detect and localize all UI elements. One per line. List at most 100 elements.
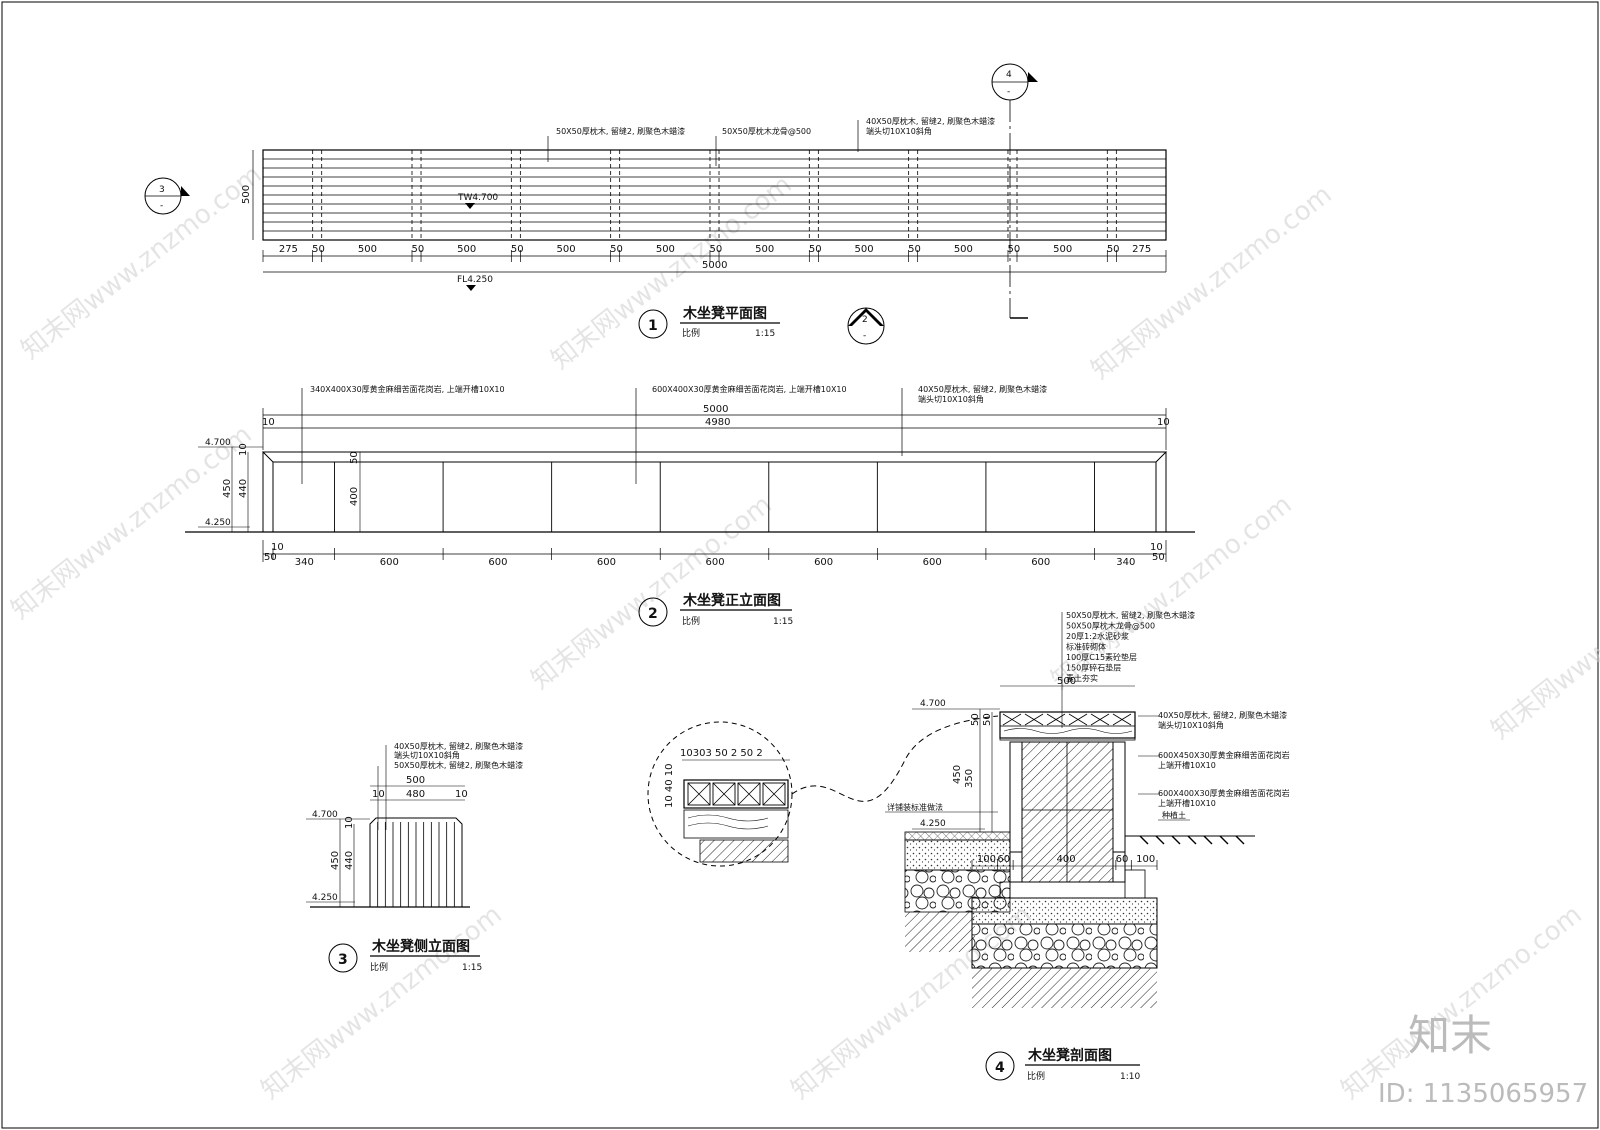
svg-text:350: 350 (964, 769, 975, 788)
svg-text:10: 10 (1157, 417, 1170, 428)
front-title-block: 2 木坐凳正立面图 比例 1:15 (638, 592, 793, 627)
svg-text:2: 2 (648, 606, 658, 622)
svg-text:10: 10 (262, 417, 275, 428)
svg-text:40X50厚枕木, 留缝2, 刷聚色木蜡漆: 40X50厚枕木, 留缝2, 刷聚色木蜡漆 (918, 384, 1047, 394)
svg-text:端头切10X10斜角: 端头切10X10斜角 (394, 750, 460, 760)
front-elevation: 5000 4980 10 10 340X400X30厚黄金麻细苦面花岗岩, 上端… (185, 384, 1195, 627)
svg-text:比例: 比例 (370, 961, 388, 973)
layer-annotation: 素土夯实 (1066, 673, 1098, 683)
svg-text:440: 440 (344, 851, 355, 870)
plan-total-dim: 5000 (702, 260, 727, 271)
dim-label: 275 (1132, 244, 1151, 255)
watermark-text: 知末网www.znzmo.com (256, 900, 508, 1106)
layer-annotation: 150厚碎石垫层 (1066, 663, 1121, 673)
svg-text:50: 50 (982, 713, 993, 726)
svg-text:4.700: 4.700 (920, 699, 946, 709)
layer-annotation: 100厚C15素砼垫层 (1066, 652, 1137, 662)
dim-label: 600 (597, 557, 616, 568)
svg-text:10: 10 (271, 542, 284, 553)
detail-slat-crosses (687, 782, 786, 806)
svg-text:450: 450 (330, 851, 341, 870)
svg-text:440: 440 (238, 479, 249, 498)
slat-cross (687, 782, 711, 806)
detail-callout: 10303 50 2 50 2 10 40 10 (647, 715, 999, 867)
svg-text:2: 2 (862, 315, 868, 325)
svg-text:比例: 比例 (1027, 1070, 1045, 1082)
section-marker-4: 3 4 - (991, 63, 1038, 319)
right-annotation: 上端开槽10X10 (1158, 798, 1216, 808)
svg-text:-: - (160, 201, 163, 211)
plan-view: 50X50厚枕木, 留缝2, 刷聚色木蜡漆 50X50厚枕木龙骨@500 40X… (144, 63, 1167, 345)
slat-cross (737, 782, 761, 806)
plan-title: 木坐凳平面图 (682, 305, 767, 322)
svg-text:50: 50 (264, 552, 277, 563)
dim-label: 50 (610, 244, 623, 255)
plan-annotation: 40X50厚枕木, 留缝2, 刷聚色木蜡漆 (866, 116, 995, 126)
dim-label: 340 (295, 557, 314, 568)
section-view: 50X50厚枕木, 留缝2, 刷聚色木蜡漆50X50厚枕木龙骨@50020厚1:… (885, 610, 1290, 1082)
dim-label: 100 (1136, 854, 1155, 865)
plan-annotation: 50X50厚枕木, 留缝2, 刷聚色木蜡漆 (556, 126, 685, 136)
svg-text:3: 3 (159, 185, 165, 195)
dim-label: 50 (412, 244, 425, 255)
svg-text:4.700: 4.700 (205, 438, 231, 448)
svg-text:4980: 4980 (705, 417, 730, 428)
plan-slats (263, 158, 1166, 232)
right-annotation: 600X450X30厚黄金麻细苦面花岗岩 (1158, 750, 1290, 760)
slat-cross (1068, 713, 1088, 726)
dim-label: 50 (908, 244, 921, 255)
dim-label: 600 (923, 557, 942, 568)
svg-text:5000: 5000 (703, 404, 728, 415)
svg-text:1: 1 (648, 318, 658, 334)
dim-label: 600 (380, 557, 399, 568)
svg-text:400: 400 (349, 487, 360, 506)
dim-label: 50 (809, 244, 822, 255)
plan-annotation: 端头切10X10斜角 (866, 126, 932, 136)
slat-cross (687, 782, 711, 806)
plan-annotation: 50X50厚枕木龙骨@500 (722, 126, 811, 136)
svg-text:500: 500 (1057, 676, 1076, 687)
watermark-text: 知末网www.znzmo.com (1336, 900, 1588, 1106)
svg-text:4: 4 (1006, 70, 1012, 80)
slat-cross (737, 782, 761, 806)
dim-label: 500 (954, 244, 973, 255)
svg-text:340X400X30厚黄金麻细苦面花岗岩, 上端开槽10X1: 340X400X30厚黄金麻细苦面花岗岩, 上端开槽10X10 (310, 384, 505, 394)
svg-text:10 40 10: 10 40 10 (664, 763, 675, 808)
side-title-block: 3 木坐凳侧立面图 比例 1:15 (328, 938, 482, 973)
dim-label: 500 (358, 244, 377, 255)
watermark-text: 知末网www.znzmo.com (546, 170, 798, 376)
svg-text:比例: 比例 (682, 327, 700, 339)
svg-text:4.250: 4.250 (312, 893, 338, 903)
dim-label: 400 (1057, 854, 1076, 865)
dim-label: 500 (1053, 244, 1072, 255)
right-annotation: 端头切10X10斜角 (1158, 720, 1224, 730)
dim-label: 600 (706, 557, 725, 568)
dim-label: 60 (1116, 854, 1129, 865)
svg-text:50: 50 (970, 713, 981, 726)
section-title-block: 4 木坐凳剖面图 比例 1:10 (985, 1047, 1140, 1082)
svg-text:10: 10 (372, 789, 385, 800)
svg-text:1:15: 1:15 (773, 617, 793, 627)
section-marker-3: 3 - (144, 177, 190, 215)
slat-cross (712, 782, 736, 806)
layer-annotation: 标准砖砌体 (1066, 642, 1106, 652)
side-slats (377, 822, 455, 907)
svg-text:4: 4 (995, 1060, 1005, 1076)
slat-cross (1046, 713, 1066, 726)
svg-text:50: 50 (1152, 552, 1165, 563)
svg-text:1:15: 1:15 (755, 329, 775, 339)
front-title: 木坐凳正立面图 (682, 592, 781, 609)
side-title: 木坐凳侧立面图 (371, 938, 470, 955)
svg-text:10303 50 2 50 2: 10303 50 2 50 2 (680, 748, 763, 759)
dim-label: 275 (279, 244, 298, 255)
dim-label: 50 (312, 244, 325, 255)
layer-annotation: 50X50厚枕木龙骨@500 (1066, 621, 1155, 631)
slat-cross (1024, 713, 1044, 726)
svg-text:比例: 比例 (682, 615, 700, 627)
svg-text:450: 450 (952, 765, 963, 784)
svg-text:1:15: 1:15 (462, 963, 482, 973)
